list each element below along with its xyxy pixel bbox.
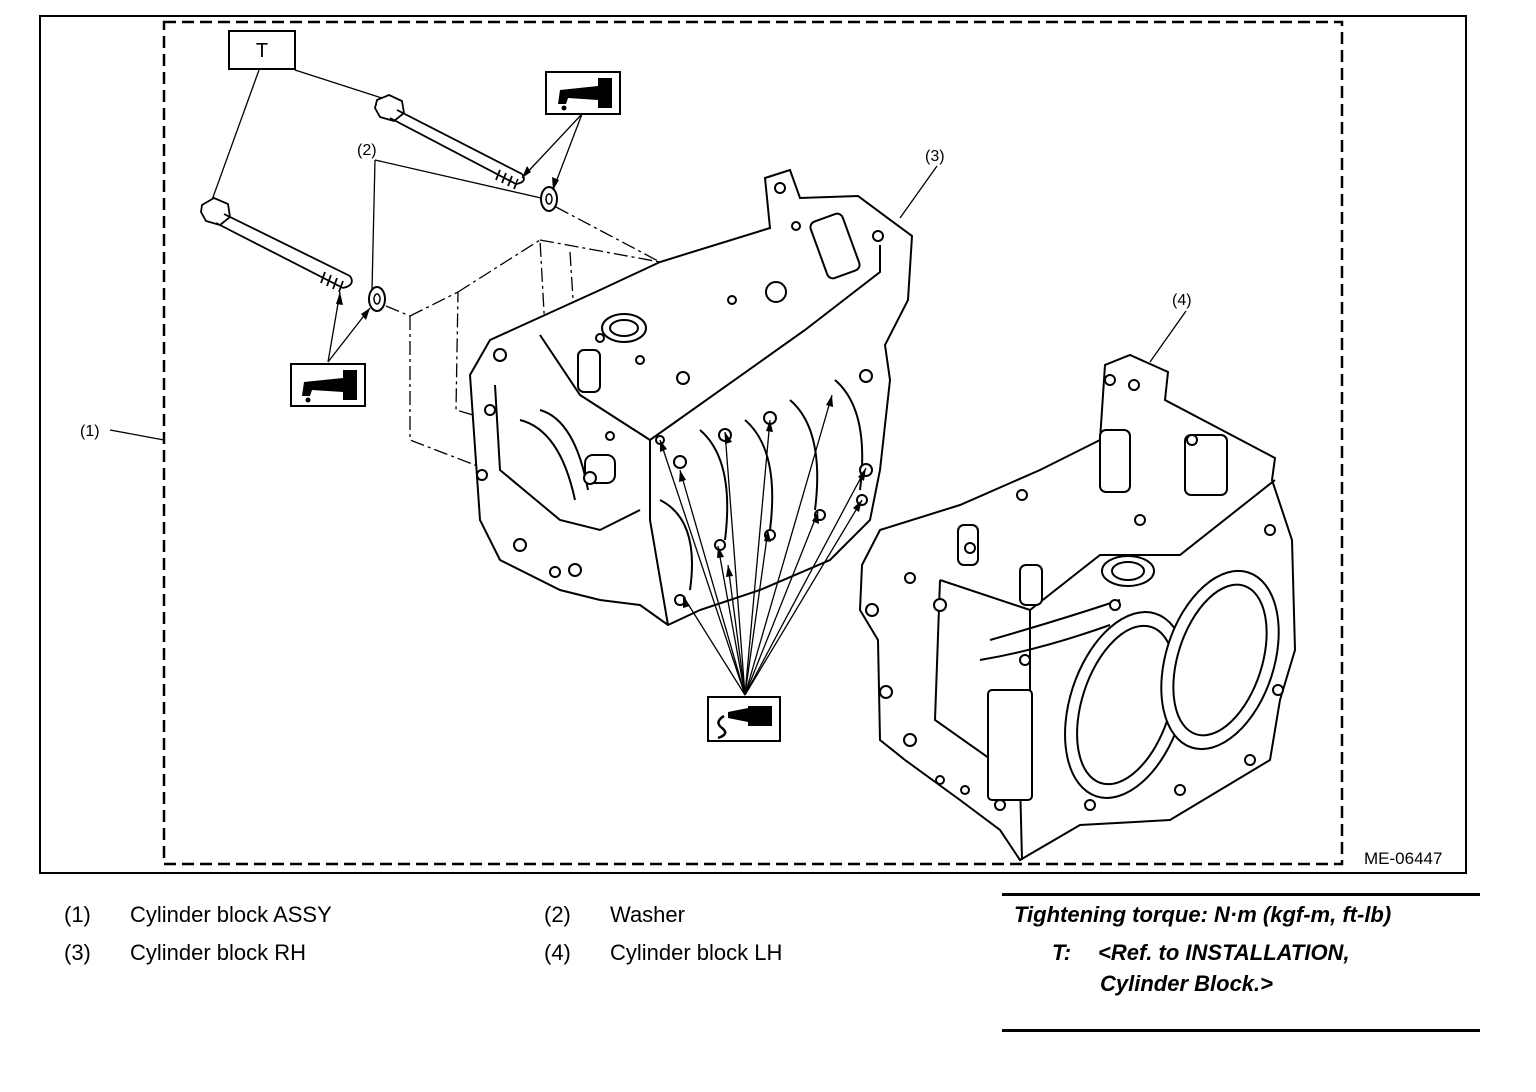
legend-num: (3): [64, 940, 91, 965]
washer-lower: [368, 286, 386, 312]
sealant-arrowheads: [660, 395, 866, 608]
assembly-boundary: [162, 20, 1344, 866]
legend-num: (2): [544, 902, 571, 927]
washer-upper: [540, 186, 558, 212]
legend-label: Cylinder block ASSY: [130, 902, 332, 927]
tightening-symbol: T: [256, 40, 268, 62]
sealant-arrows: [659, 394, 867, 696]
callout-2: (2): [357, 142, 377, 159]
legend-label: Cylinder block RH: [130, 940, 307, 965]
figure-id: ME-06447: [1364, 849, 1442, 868]
diagram-frame: [39, 15, 1467, 874]
callout-1: (1): [80, 423, 100, 440]
legend-num: (4): [544, 940, 571, 965]
cylinder-block-rh: [468, 168, 914, 627]
liquid-gasket-icon: [707, 696, 781, 742]
bolt-lower: [200, 196, 353, 293]
legend-label: Cylinder block LH: [610, 940, 783, 965]
alignment-lines: [385, 206, 661, 471]
torque-ref-line1: <Ref. to INSTALLATION,: [1098, 940, 1350, 965]
torque-ref-line2: Cylinder Block.>: [1100, 971, 1274, 996]
legend-label: Washer: [610, 902, 685, 927]
oil-can-icon: [545, 71, 621, 115]
torque-rule-top: [1002, 893, 1480, 896]
tightening-box: T: [228, 30, 296, 70]
torque-code: T:: [1052, 940, 1072, 965]
cylinder-block-lh: [858, 353, 1297, 862]
bolt-upper: [374, 94, 525, 190]
torque-rule-bottom: [1002, 1029, 1480, 1032]
legend-num: (1): [64, 902, 91, 927]
torque-heading: Tightening torque: N·m (kgf-m, ft-lb): [1014, 902, 1392, 927]
oil-can-icon: [290, 363, 366, 407]
callout-4: (4): [1172, 292, 1192, 309]
callout-3: (3): [925, 148, 945, 165]
